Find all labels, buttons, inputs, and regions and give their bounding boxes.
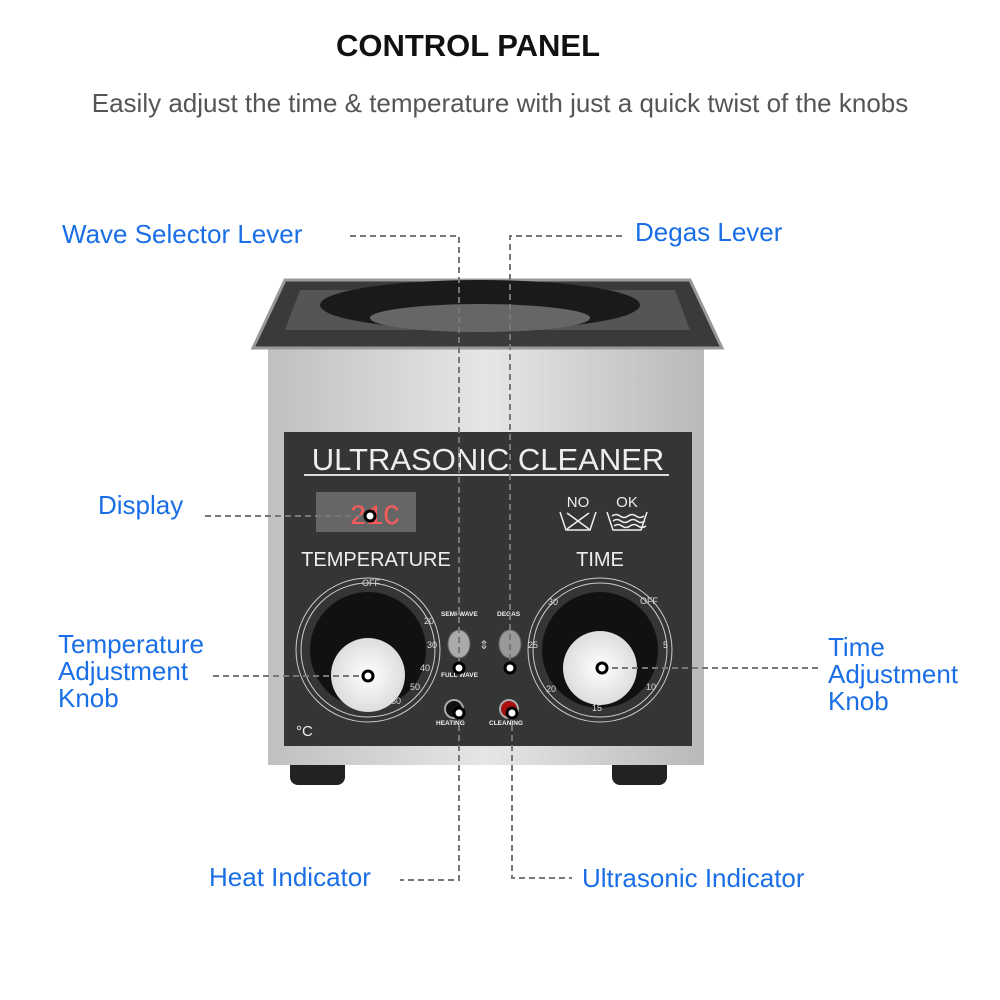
callout-heat-indicator: Heat Indicator <box>209 862 371 892</box>
callout-ultrasonic-indicator: Ultrasonic Indicator <box>582 863 805 893</box>
page-title: CONTROL PANEL <box>335 28 601 63</box>
svg-text:20: 20 <box>424 616 434 626</box>
svg-text:25: 25 <box>528 640 538 650</box>
temperature-label: TEMPERATURE <box>301 549 451 571</box>
degas-label: DEGAS <box>497 611 521 618</box>
time-label: TIME <box>576 549 624 571</box>
marker-temp-knob <box>361 669 375 683</box>
svg-text:⇕: ⇕ <box>479 638 489 652</box>
leader-degas <box>509 235 622 879</box>
marker-heat <box>452 706 466 720</box>
svg-text:40: 40 <box>420 663 430 673</box>
full-wave-label: FULL WAVE <box>441 672 479 679</box>
svg-text:30: 30 <box>548 597 558 607</box>
no-label: NO <box>567 494 590 511</box>
marker-time-knob <box>595 661 609 675</box>
heating-label: HEATING <box>436 720 465 727</box>
ok-label: OK <box>616 494 638 511</box>
marker-wave-selector <box>452 661 466 675</box>
svg-text:20: 20 <box>546 684 556 694</box>
semi-wave-label: SEMI-WAVE <box>441 611 478 618</box>
marker-display <box>363 509 377 523</box>
wave-selector-switch <box>447 629 471 659</box>
svg-text:5: 5 <box>663 640 668 650</box>
panel-brand: ULTRASONIC CLEANER <box>312 442 665 477</box>
time-scale: OFF 5 10 15 20 25 30 <box>528 596 668 713</box>
callout-display: Display <box>98 490 184 520</box>
no-wash-icon <box>559 511 597 531</box>
callout-time-knob: Time Adjustment Knob <box>828 632 959 716</box>
temp-scale: OFF 20 30 40 50 60 <box>362 578 437 706</box>
page-subtitle: Easily adjust the time & temperature wit… <box>91 88 909 118</box>
svg-text:15: 15 <box>592 703 602 713</box>
svg-text:30: 30 <box>427 640 437 650</box>
celsius-label: °C <box>296 723 313 740</box>
callout-temperature-knob: Temperature Adjustment Knob <box>58 629 204 713</box>
svg-text:50: 50 <box>410 682 420 692</box>
marker-ultrasonic <box>505 706 519 720</box>
svg-text:OFF: OFF <box>640 596 658 606</box>
callout-degas-lever: Degas Lever <box>635 217 783 247</box>
svg-text:60: 60 <box>391 696 401 706</box>
marker-degas <box>503 661 517 675</box>
ok-wash-icon <box>606 511 648 531</box>
cleaning-label: CLEANING <box>489 720 523 727</box>
callout-wave-selector-lever: Wave Selector Lever <box>62 219 303 249</box>
leader-wave-selector <box>350 235 460 881</box>
svg-text:10: 10 <box>646 682 656 692</box>
svg-text:OFF: OFF <box>362 578 380 588</box>
